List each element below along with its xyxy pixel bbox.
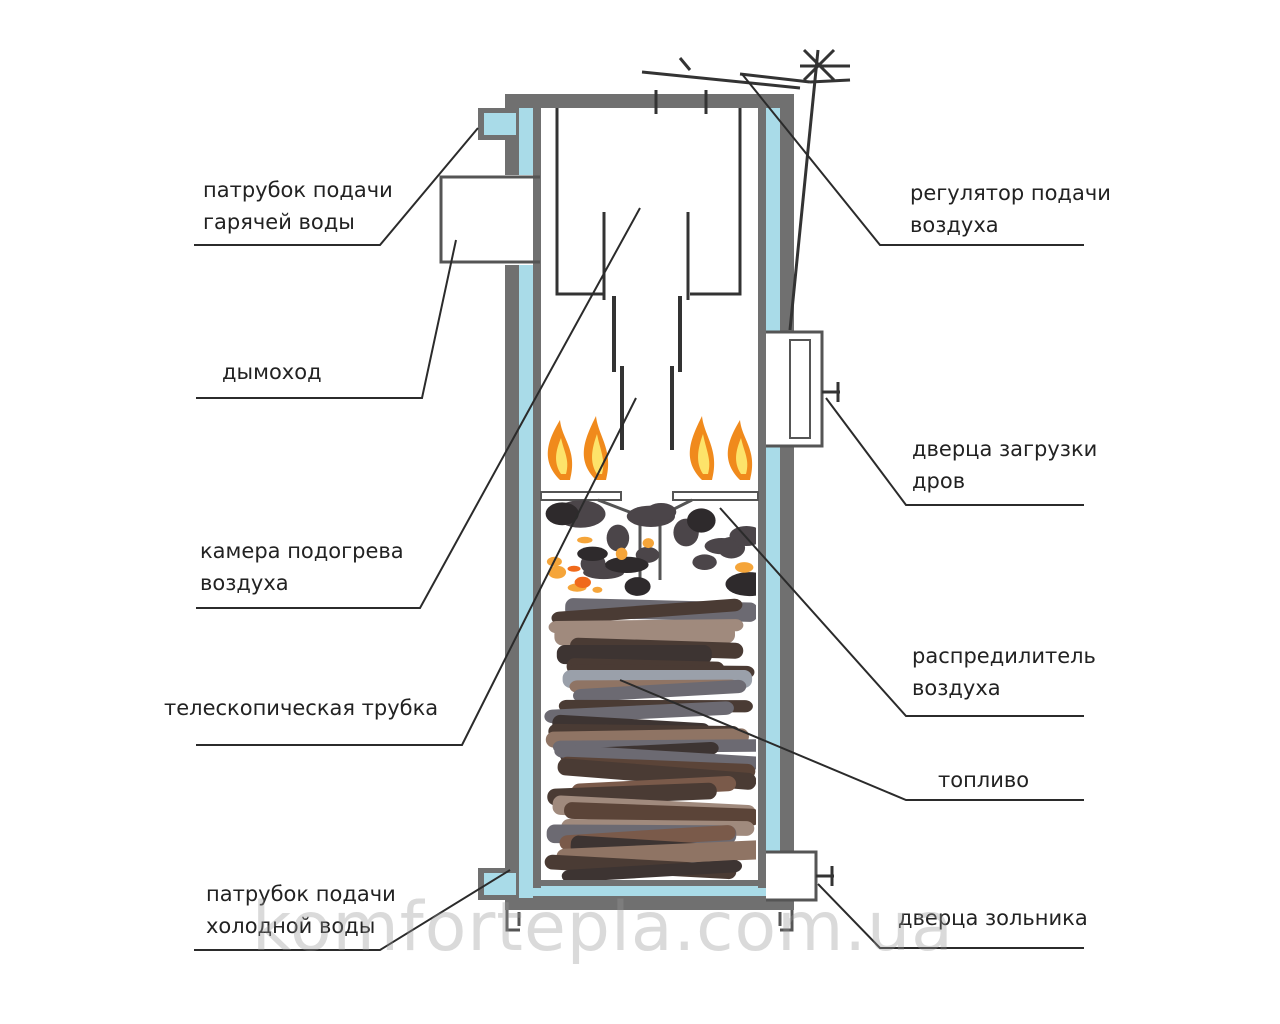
ash-door	[766, 850, 834, 902]
ember	[605, 556, 649, 574]
ember-glow	[735, 562, 754, 573]
watermark: komforteplа.com.ua	[252, 888, 954, 967]
label-chimney: дымоход	[222, 360, 322, 384]
ember	[545, 502, 579, 526]
ember	[704, 538, 739, 555]
label-air-regulator: регулятор подачи воздуха	[910, 181, 1111, 237]
boiler-body	[505, 94, 794, 910]
flames	[547, 416, 753, 480]
ember-glow	[592, 586, 603, 593]
ember	[725, 572, 756, 597]
label-telescopic-tube: телескопическая трубка	[164, 696, 439, 720]
log	[551, 598, 743, 625]
ember	[635, 546, 660, 563]
label-hot-water-pipe: патрубок подачи гарячей воды	[203, 178, 393, 234]
ember	[687, 508, 716, 533]
ember-glow	[567, 565, 581, 572]
log	[561, 859, 743, 880]
ember-glow	[615, 547, 628, 560]
label-fuel: топливо	[938, 768, 1030, 792]
label-air-distributor: распредилитель воздуха	[912, 644, 1096, 700]
cold-water-pipe	[478, 868, 519, 900]
label-cold-water-pipe: патрубок подачи холодной воды	[206, 882, 396, 938]
telescopic-tube	[612, 296, 682, 450]
ember-glow	[548, 565, 567, 579]
label-air-heating-chamber: камера подогрева воздуха	[200, 539, 404, 595]
ember	[645, 503, 677, 521]
chimney	[439, 175, 540, 265]
ember-glow	[577, 536, 593, 544]
ember	[577, 546, 608, 561]
ember-glow	[574, 576, 591, 589]
ember-glow	[642, 538, 654, 549]
log	[573, 679, 747, 703]
fuel	[544, 500, 756, 880]
label-ash-door: дверца зольника	[898, 906, 1088, 930]
air-heating-chamber	[555, 108, 742, 300]
ember	[624, 577, 651, 596]
label-wood-loading-door: дверца загрузки дров	[912, 437, 1098, 493]
ember	[692, 554, 717, 570]
ash-pan	[505, 910, 794, 932]
ember	[606, 524, 630, 552]
air-regulator	[641, 48, 851, 331]
leader-lines	[194, 73, 1084, 951]
hot-water-pipe	[478, 108, 519, 140]
wood-loading-door	[766, 330, 840, 448]
